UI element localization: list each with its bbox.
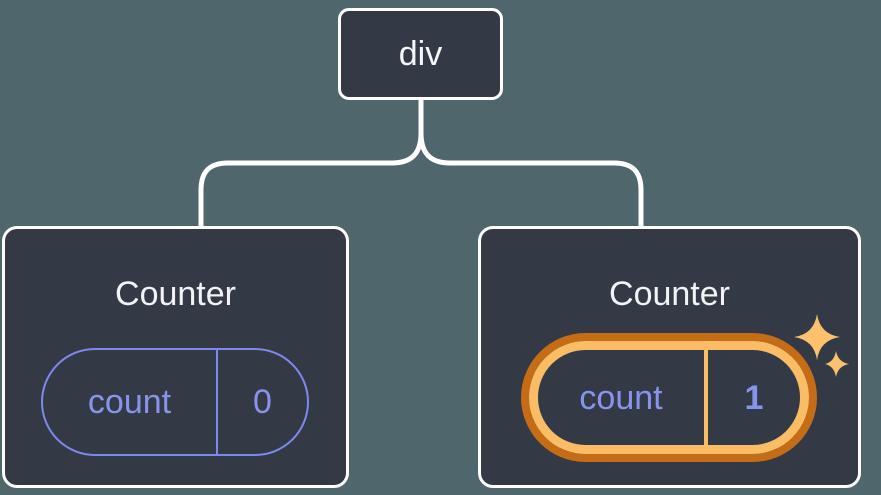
component-title: Counter (115, 275, 236, 313)
state-key-label: count (538, 350, 708, 445)
state-value: 1 (744, 378, 764, 417)
sparkle-star-small (825, 351, 849, 377)
connector-right-branch (418, 100, 644, 226)
state-pill-left: count 0 (41, 348, 309, 456)
counter-card-left: Counter count 0 (2, 226, 349, 488)
root-node-div: div (338, 8, 503, 100)
connector-left-branch (198, 100, 424, 226)
root-node-label: div (398, 34, 443, 73)
sparkles-icon (794, 314, 849, 377)
counter-card-right: Counter count 1 (478, 226, 861, 488)
sparkle-star-large (794, 314, 840, 360)
state-key-label: count (43, 350, 218, 454)
component-title: Counter (609, 275, 730, 313)
state-pill-highlighted: count 1 (529, 341, 809, 454)
state-value: 0 (253, 383, 272, 421)
